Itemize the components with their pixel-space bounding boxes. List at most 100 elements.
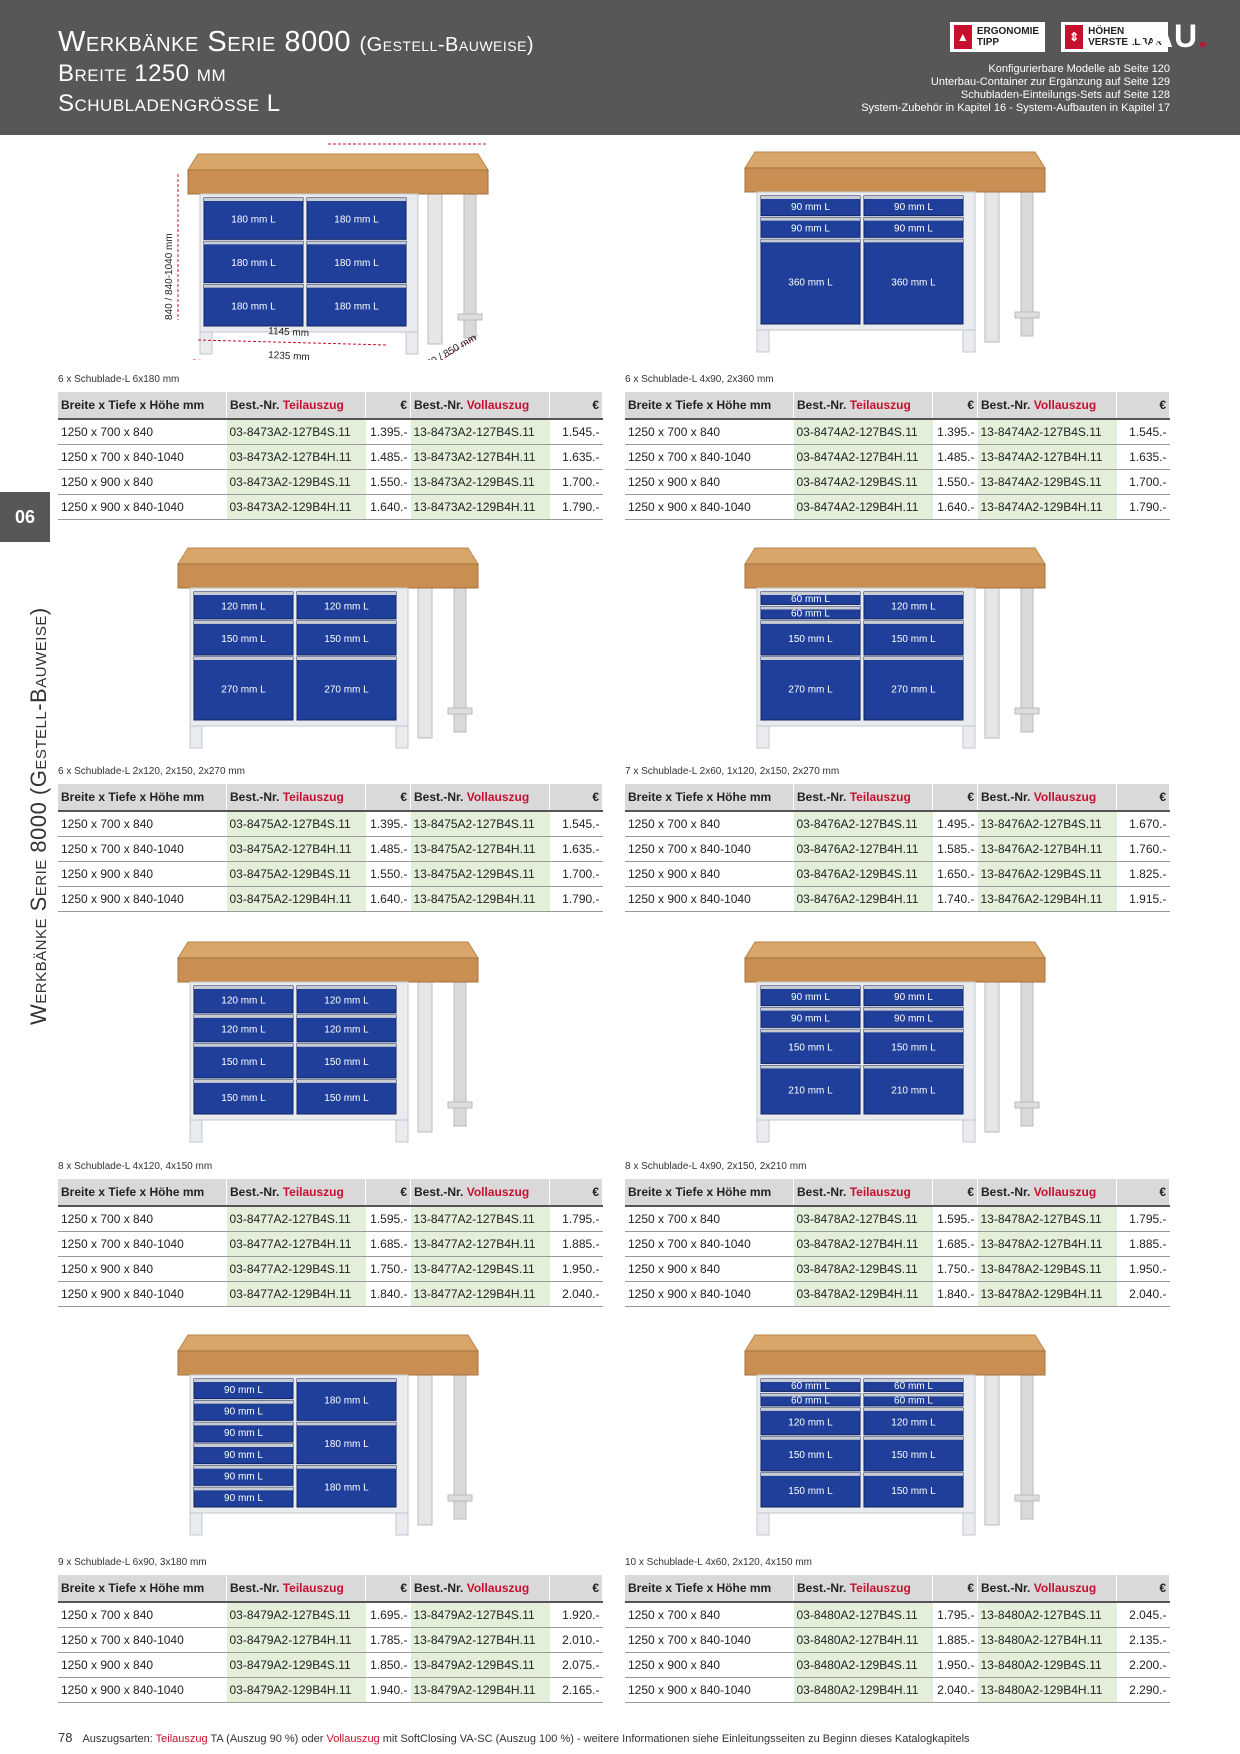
drawer-label: 270 mm L	[788, 685, 833, 696]
page-number: 78	[58, 1730, 73, 1745]
drawer-label: 180 mm L	[231, 301, 276, 312]
header-voll: Best.-Nr. Vollauszug	[410, 1575, 550, 1603]
drawer-handle	[761, 196, 860, 199]
header-best-nr: Best.-Nr.	[230, 790, 280, 804]
footer-voll: Vollauszug	[326, 1733, 380, 1745]
drawer-handle	[297, 1014, 396, 1018]
footer-teil: Teilauszug	[155, 1733, 208, 1745]
cell-teil-price: 1.685.-	[932, 1231, 978, 1257]
bench-leg	[962, 1119, 976, 1143]
product-caption: 6 x Schublade-L 2x120, 2x150, 2x270 mm	[58, 766, 245, 777]
table-row: 1250 x 900 x 840-1040 03-8473A2-129B4H.1…	[58, 494, 603, 520]
cell-size: 1250 x 700 x 840-1040	[625, 836, 794, 862]
header-teil: Best.-Nr. Teilauszug	[793, 392, 933, 420]
cell-teil-nr: 03-8479A2-127B4S.11	[226, 1602, 366, 1628]
drawer-label: 90 mm L	[894, 1014, 933, 1025]
product-caption: 9 x Schublade-L 6x90, 3x180 mm	[58, 1557, 207, 1568]
cell-voll-nr: 13-8478A2-127B4H.11	[977, 1231, 1117, 1257]
header-eur: €	[932, 784, 978, 812]
cell-size: 1250 x 700 x 840	[58, 419, 227, 445]
drawer-front	[193, 591, 294, 620]
table-row: 1250 x 700 x 840-1040 03-8479A2-127B4H.1…	[58, 1627, 603, 1653]
drawer-label: 150 mm L	[221, 1057, 266, 1068]
header-teil-label: Teilauszug	[849, 1581, 911, 1595]
person-icon: ▲	[953, 25, 972, 49]
drawer-label: 90 mm L	[224, 1407, 263, 1418]
header-teil: Best.-Nr. Teilauszug	[226, 392, 366, 420]
cell-teil-price: 1.850.-	[365, 1652, 411, 1678]
cell-teil-price: 1.695.-	[365, 1602, 411, 1628]
cell-teil-price: 1.550.-	[365, 469, 411, 495]
bench-leg	[199, 331, 213, 355]
cell-voll-price: 1.790.-	[549, 494, 603, 520]
table-row: 1250 x 900 x 840 03-8474A2-129B4S.11 1.5…	[625, 469, 1170, 495]
table-row: 1250 x 900 x 840-1040 03-8475A2-129B4H.1…	[58, 886, 603, 912]
cell-teil-nr: 03-8474A2-129B4H.11	[793, 494, 933, 520]
drawer-front	[193, 1400, 294, 1421]
cell-voll-price: 1.790.-	[549, 886, 603, 912]
cell-teil-price: 1.640.-	[365, 494, 411, 520]
drawer-handle	[864, 986, 963, 989]
drawer-front	[760, 1407, 861, 1436]
header-voll-label: Vollauszug	[466, 398, 530, 412]
header-best-nr: Best.-Nr.	[797, 790, 847, 804]
cell-teil-price: 1.785.-	[365, 1627, 411, 1653]
hoehen-label: HÖHEN VERSTELLBAR	[1088, 26, 1162, 48]
drawer-handle	[761, 657, 860, 660]
cell-teil-nr: 03-8478A2-127B4H.11	[793, 1231, 933, 1257]
cell-size: 1250 x 900 x 840	[58, 861, 227, 887]
header-teil: Best.-Nr. Teilauszug	[226, 1575, 366, 1603]
cell-size: 1250 x 700 x 840	[625, 811, 794, 837]
table-row: 1250 x 900 x 840-1040 03-8477A2-129B4H.1…	[58, 1281, 603, 1307]
table-header-row: Breite x Tiefe x Höhe mm Best.-Nr. Teila…	[58, 392, 603, 420]
header-eur: €	[365, 392, 411, 420]
drawer-label: 150 mm L	[788, 634, 833, 645]
header-best-nr: Best.-Nr.	[981, 1581, 1031, 1595]
drawer-label: 150 mm L	[891, 1042, 936, 1053]
cell-teil-nr: 03-8480A2-129B4S.11	[793, 1652, 933, 1678]
worktop-edge	[187, 169, 489, 195]
drawer-front	[193, 1079, 294, 1115]
table-row: 1250 x 700 x 840-1040 03-8480A2-127B4H.1…	[625, 1627, 1170, 1653]
workbench-illustration: 90 mm L90 mm L90 mm L90 mm L90 mm L90 mm…	[177, 1334, 479, 1536]
header-eur: €	[1116, 1575, 1170, 1603]
drawer-label: 90 mm L	[224, 1472, 263, 1483]
cell-teil-price: 1.395.-	[365, 811, 411, 837]
table-row: 1250 x 900 x 840 03-8478A2-129B4S.11 1.7…	[625, 1256, 1170, 1282]
drawer-front	[306, 284, 407, 327]
drawer-handle	[194, 657, 293, 660]
cell-teil-price: 1.550.-	[932, 469, 978, 495]
cell-size: 1250 x 700 x 840	[625, 1602, 794, 1628]
drawer-label: 360 mm L	[891, 278, 936, 289]
drawer-label: 270 mm L	[891, 685, 936, 696]
feature-badges: ▲ ERGONOMIE TIPP ⇕ HÖHEN VERSTELLBAR	[949, 22, 1168, 52]
frame-strut	[457, 313, 483, 321]
cell-size: 1250 x 700 x 840-1040	[58, 444, 227, 470]
table-row: 1250 x 900 x 840-1040 03-8476A2-129B4H.1…	[625, 886, 1170, 912]
header-notes: Konfigurierbare Modelle ab Seite 120 Unt…	[861, 63, 1170, 115]
header-teil: Best.-Nr. Teilauszug	[226, 1179, 366, 1207]
price-table: Breite x Tiefe x Höhe mm Best.-Nr. Teila…	[58, 1575, 603, 1703]
drawer-front	[193, 985, 294, 1014]
drawer-front	[863, 238, 964, 325]
drawer-label: 90 mm L	[224, 1428, 263, 1439]
bench-leg	[417, 587, 433, 739]
cell-teil-nr: 03-8475A2-129B4S.11	[226, 861, 366, 887]
table-header-row: Breite x Tiefe x Höhe mm Best.-Nr. Teila…	[625, 1575, 1170, 1603]
cell-size: 1250 x 900 x 840-1040	[625, 886, 794, 912]
header-eur: €	[1116, 784, 1170, 812]
dimension-label: 1235 mm	[268, 350, 310, 360]
drawer-label: 90 mm L	[224, 1385, 263, 1396]
cell-size: 1250 x 700 x 840	[58, 1206, 227, 1232]
header-teil: Best.-Nr. Teilauszug	[793, 1575, 933, 1603]
table-header-row: Breite x Tiefe x Höhe mm Best.-Nr. Teila…	[625, 392, 1170, 420]
cell-teil-nr: 03-8479A2-129B4H.11	[226, 1677, 366, 1703]
cell-teil-nr: 03-8477A2-127B4H.11	[226, 1231, 366, 1257]
cell-voll-price: 1.885.-	[549, 1231, 603, 1257]
table-row: 1250 x 900 x 840-1040 03-8478A2-129B4H.1…	[625, 1281, 1170, 1307]
drawer-label: 90 mm L	[791, 1014, 830, 1025]
frame-strut	[1014, 707, 1040, 715]
